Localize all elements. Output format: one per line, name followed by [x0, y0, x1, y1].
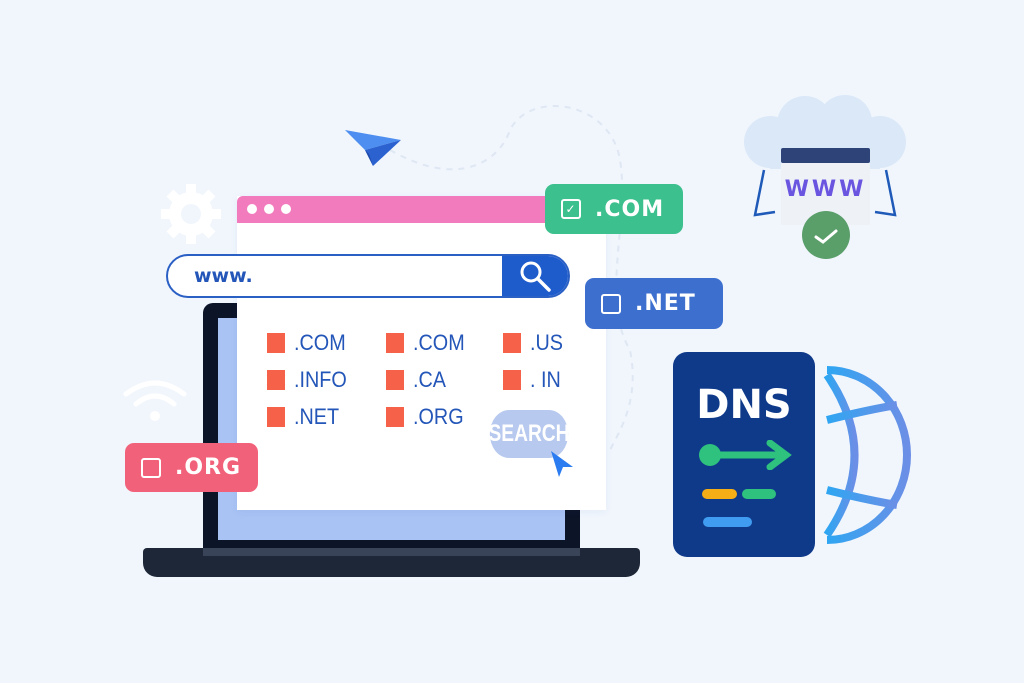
- domain-label: .INFO: [294, 367, 347, 392]
- domain-search-bar[interactable]: www.: [166, 254, 570, 298]
- domain-option[interactable]: .ORG: [386, 404, 464, 430]
- status-pill: [702, 489, 737, 499]
- domain-label: .CA: [413, 367, 447, 392]
- domain-option[interactable]: .NET: [267, 404, 339, 430]
- arrow-right-icon: [699, 440, 792, 470]
- domain-checkbox[interactable]: [503, 333, 521, 353]
- status-pill: [703, 517, 752, 527]
- domain-label: .ORG: [413, 404, 464, 429]
- dns-card: DNS: [673, 352, 815, 557]
- domain-checkbox[interactable]: [267, 407, 285, 427]
- checkbox-icon[interactable]: [141, 457, 161, 478]
- domain-checkbox[interactable]: [267, 370, 285, 390]
- dns-label: DNS: [696, 382, 792, 428]
- search-input[interactable]: www.: [194, 265, 253, 287]
- domain-label: .COM: [294, 330, 346, 355]
- wifi-icon: [123, 380, 187, 421]
- magnifier-icon: [520, 261, 551, 292]
- browser-title-bar: [237, 196, 606, 223]
- globe-icon: [823, 366, 911, 544]
- domain-label: .US: [530, 330, 564, 355]
- laptop-base: [143, 548, 640, 577]
- www-panel: WWW: [781, 163, 870, 225]
- tag-label: .NET: [635, 291, 696, 316]
- checkbox-icon[interactable]: [601, 293, 621, 314]
- cursor-icon: [551, 451, 573, 477]
- domain-option[interactable]: .US: [503, 330, 563, 356]
- tag-net[interactable]: .NET: [585, 278, 723, 329]
- search-submit-button[interactable]: [502, 256, 568, 296]
- gear-icon: [161, 184, 221, 244]
- tag-org[interactable]: .ORG: [125, 443, 258, 492]
- domain-checkbox[interactable]: [267, 333, 285, 353]
- tag-com[interactable]: ✓ .COM: [545, 184, 683, 234]
- window-dot: [281, 204, 291, 214]
- tag-label: .COM: [595, 196, 665, 222]
- domain-checkbox[interactable]: [386, 407, 404, 427]
- status-pill: [742, 489, 776, 499]
- www-label: WWW: [784, 177, 867, 202]
- domain-option[interactable]: . IN: [503, 367, 561, 393]
- domain-checkbox[interactable]: [503, 370, 521, 390]
- window-dot: [264, 204, 274, 214]
- dashed-path: [389, 105, 634, 451]
- paper-plane-icon: [345, 130, 401, 166]
- domain-checkbox[interactable]: [386, 370, 404, 390]
- domain-checkbox[interactable]: [386, 333, 404, 353]
- cloud-connectors: [753, 169, 897, 259]
- server-bar: [781, 148, 870, 163]
- search-button[interactable]: SEARCH: [488, 410, 570, 458]
- domain-option[interactable]: .INFO: [267, 367, 347, 393]
- check-icon: [814, 229, 838, 244]
- domain-option[interactable]: .COM: [267, 330, 346, 356]
- domain-option[interactable]: .CA: [386, 367, 446, 393]
- domain-label: .NET: [294, 404, 340, 429]
- window-dot: [247, 204, 257, 214]
- tag-label: .ORG: [175, 455, 242, 480]
- domain-option[interactable]: .COM: [386, 330, 465, 356]
- checkbox-checked-icon[interactable]: ✓: [561, 199, 581, 219]
- domain-label: .COM: [413, 330, 465, 355]
- domain-label: . IN: [530, 367, 561, 392]
